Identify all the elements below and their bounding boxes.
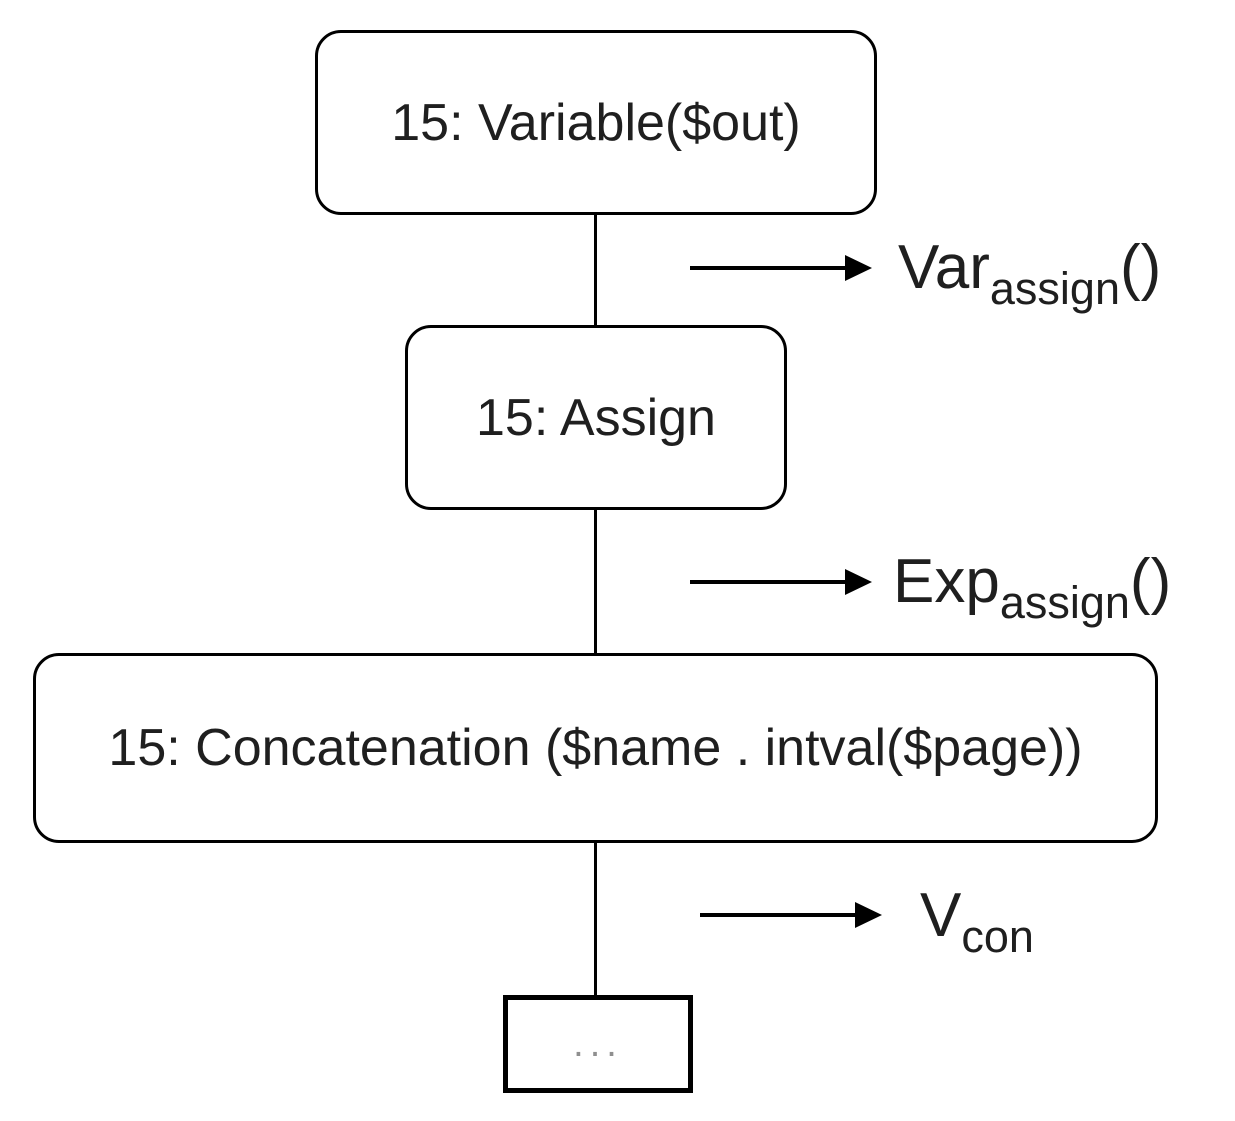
edge-label-suffix: () — [1119, 233, 1162, 302]
node-label-assign: 15: Assign — [476, 388, 716, 447]
edge-label-base: V — [920, 881, 962, 950]
edge-label-subscript: assign — [989, 262, 1120, 314]
edge-label-base: Exp — [893, 547, 1000, 616]
edge-label-subscript: assign — [999, 576, 1130, 628]
node-label-variable: 15: Variable($out) — [391, 93, 801, 152]
diagram-node-ellipsis: ... — [503, 995, 693, 1093]
node-label-ellipsis: ... — [573, 1023, 623, 1065]
edge-label-exp-assign: Expassign() — [893, 546, 1171, 629]
edge-label-base: Var — [898, 233, 990, 302]
connector-line-1 — [594, 215, 597, 327]
diagram-node-variable: 15: Variable($out) — [315, 30, 877, 215]
arrow-right-icon-1 — [690, 255, 872, 281]
edge-label-v-con: Vcon — [920, 880, 1034, 963]
diagram-node-assign: 15: Assign — [405, 325, 787, 510]
arrow-right-icon-2 — [690, 569, 872, 595]
connector-line-3 — [594, 843, 597, 997]
edge-label-var-assign: Varassign() — [898, 232, 1161, 315]
edge-label-subscript: con — [961, 910, 1034, 962]
arrow-right-icon-3 — [700, 902, 882, 928]
diagram-node-concatenation: 15: Concatenation ($name . intval($page)… — [33, 653, 1158, 843]
node-label-concatenation: 15: Concatenation ($name . intval($page)… — [108, 719, 1083, 777]
edge-label-suffix: () — [1129, 547, 1172, 616]
connector-line-2 — [594, 510, 597, 655]
